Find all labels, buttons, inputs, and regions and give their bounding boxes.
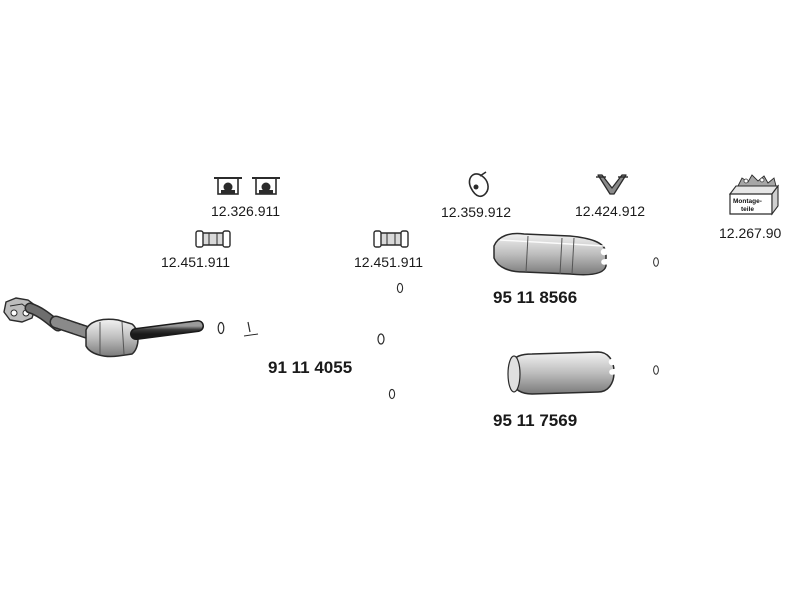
sleeve-left-label: 12.451.911 [161, 254, 230, 270]
mounting-kit-part[interactable]: Montage- teile 12.267.90 [719, 174, 781, 241]
hanger-icon [468, 171, 489, 198]
sleeve-clamp-icon [373, 230, 409, 248]
sleeve-left-part[interactable]: 12.451.911 [161, 230, 231, 270]
mounting-kit-box-icon: Montage- teile [728, 174, 780, 216]
rear-silencer-b-part[interactable]: 95 11 7569 [388, 351, 660, 430]
catalytic-converter-part[interactable] [3, 297, 204, 358]
clamp-pair-label: 12.326.911 [211, 203, 280, 219]
clamp-icon [214, 177, 280, 195]
rear-silencer-a-label: 95 11 8566 [493, 288, 577, 307]
sleeve-clamp-icon [195, 230, 231, 248]
sleeve-right-part[interactable]: 12.451.911 [354, 230, 423, 270]
clamp-pair-part[interactable]: 12.326.911 [211, 177, 280, 219]
rear-silencer-b-label: 95 11 7569 [493, 411, 577, 430]
sleeve-right-label: 12.451.911 [354, 254, 423, 270]
rear-silencer-a-part[interactable]: 95 11 8566 [396, 232, 660, 308]
hanger-label: 12.359.912 [441, 204, 511, 220]
bracket-icon [596, 174, 628, 195]
mounting-kit-box-text-2: teile [741, 206, 754, 213]
bracket-label: 12.424.912 [575, 203, 645, 219]
mounting-kit-label: 12.267.90 [719, 225, 781, 241]
front-pipe-part[interactable]: 91 11 4055 [215, 309, 387, 377]
hanger-part[interactable]: 12.359.912 [441, 171, 511, 220]
front-pipe-label: 91 11 4055 [268, 358, 352, 377]
mounting-kit-box-text-1: Montage- [733, 198, 762, 205]
bracket-part[interactable]: 12.424.912 [575, 174, 645, 219]
